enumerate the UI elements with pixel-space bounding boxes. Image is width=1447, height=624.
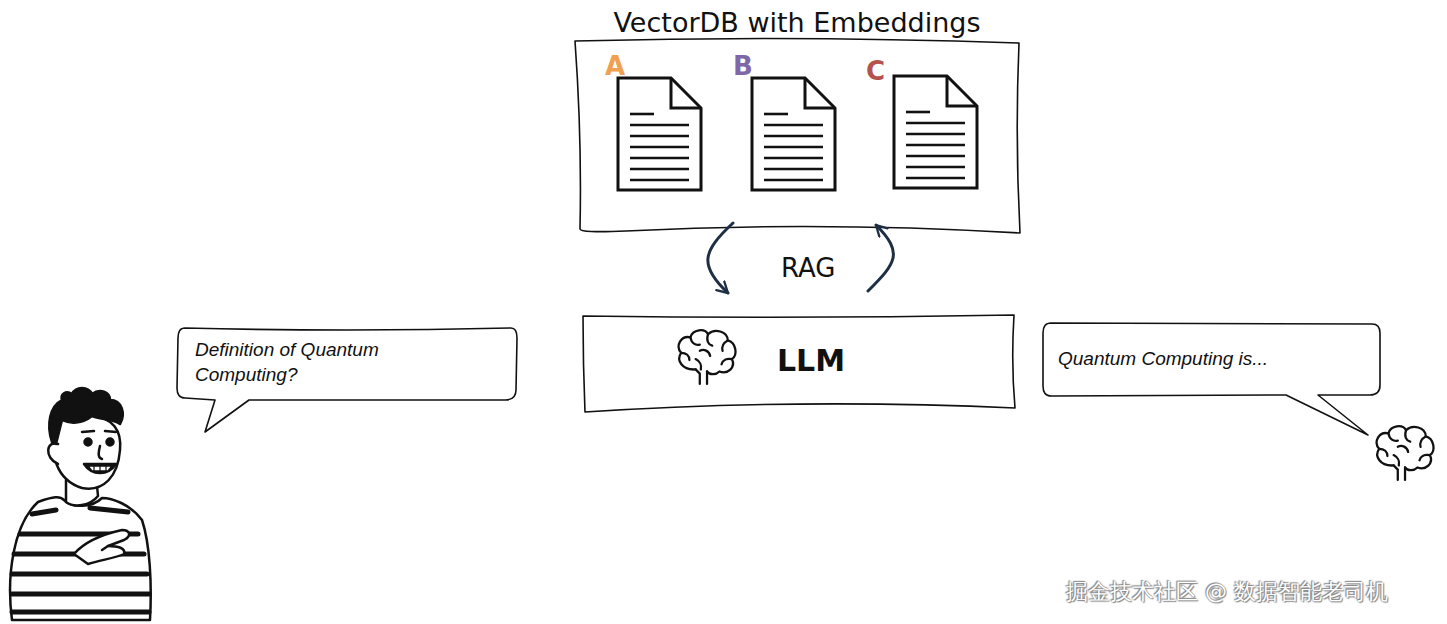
document-node: C [866, 55, 979, 191]
edge-label: RAG [781, 253, 836, 283]
person-illustration [4, 384, 154, 624]
vectordb-box: VectorDB with EmbeddingsA B C [572, 3, 1022, 237]
box-heading: VectorDB with Embeddings [572, 5, 1022, 40]
document-node: B [733, 50, 837, 192]
speech-bubble: Quantum Computing is... [1041, 321, 1382, 437]
rag-arrow [868, 225, 893, 291]
bubble-text: Definition of Quantum Computing? [195, 338, 415, 387]
bubble-text: Quantum Computing is... [1058, 347, 1358, 372]
document-letter: B [733, 50, 763, 84]
speech-bubble: Definition of Quantum Computing? [175, 326, 519, 434]
box-label: LLM [741, 341, 881, 380]
llm-box: LLM [581, 313, 1017, 414]
box-outline [1041, 321, 1382, 437]
brain-icon [672, 328, 740, 386]
document-letter: C [866, 55, 896, 89]
rag-arrow [708, 223, 733, 293]
brain-icon [1370, 424, 1438, 482]
watermark: 掘金技术社区 @ 数据智能老司机 [1066, 577, 1388, 607]
document-node: A [605, 50, 703, 192]
document-letter: A [605, 50, 635, 84]
